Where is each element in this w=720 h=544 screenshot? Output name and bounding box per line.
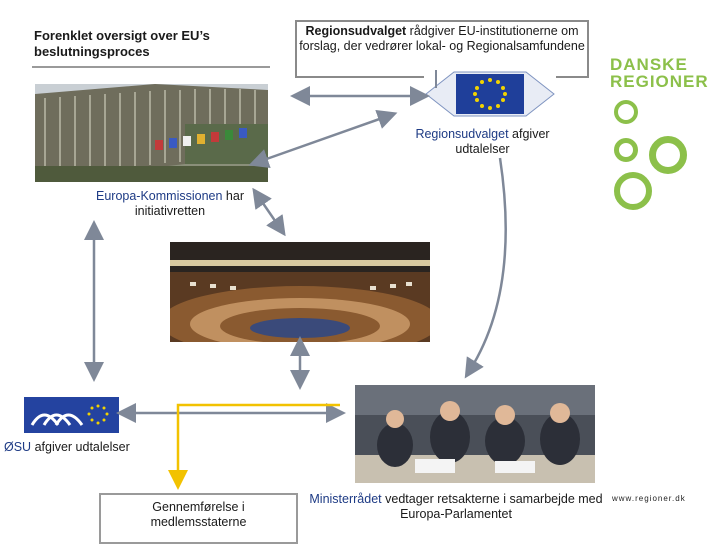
commission-caption-highlight: Europa-Kommissionen — [96, 189, 223, 203]
logo-circle-top — [614, 100, 638, 124]
council-caption-text: vedtager retsakterne i samarbejde med Eu… — [381, 492, 603, 521]
implementation-text: Gennemførelse i medlemsstaterne — [150, 500, 247, 529]
parliament-photo — [170, 242, 430, 342]
logo-line-2: REGIONER — [610, 72, 709, 91]
esu-caption: ØSU afgiver udtalelser — [4, 440, 154, 455]
logo-line-1: DANSKE — [610, 55, 688, 74]
regions-committee-strong: Regionsudvalget — [305, 24, 407, 38]
arrow-regions-to-council — [464, 157, 507, 379]
council-caption: Ministerrådet vedtager retsakterne i sam… — [300, 492, 612, 522]
page-title: Forenklet oversigt over EU’s beslutnings… — [34, 28, 210, 59]
commission-caption-text: har initiativretten — [134, 189, 244, 218]
committee-regions-logo — [424, 66, 556, 122]
regions-statement-highlight: Regionsudvalget — [415, 127, 509, 141]
esu-caption-text: afgiver udtalelser — [31, 440, 130, 454]
commission-building-photo — [35, 84, 268, 182]
footer-url: www.regioner.dk — [612, 494, 686, 503]
regions-committee-text: rådgiver EU-institutionerne om forslag, … — [299, 24, 585, 53]
arrow-commission-to-regions — [248, 109, 398, 169]
logo-circle-bottom — [614, 172, 652, 210]
esu-logo — [24, 397, 119, 433]
title-divider — [32, 66, 270, 68]
regions-statement: Regionsudvalget afgiver udtalelser — [395, 127, 570, 157]
logo-circle-mid-right — [649, 136, 687, 174]
esu-caption-highlight: ØSU — [4, 440, 32, 454]
logo-circle-mid-left — [614, 138, 638, 162]
council-photo — [355, 385, 595, 483]
regions-statement-text: afgiver udtalelser — [455, 127, 550, 156]
implementation-box: Gennemførelse i medlemsstaterne — [99, 493, 298, 544]
council-caption-highlight: Ministerrådet — [309, 492, 382, 506]
arrow-council-to-implementation — [168, 403, 340, 490]
danske-regioner-logo: DANSKE REGIONER — [610, 56, 710, 90]
commission-caption: Europa-Kommissionen har initiativretten — [70, 189, 270, 219]
